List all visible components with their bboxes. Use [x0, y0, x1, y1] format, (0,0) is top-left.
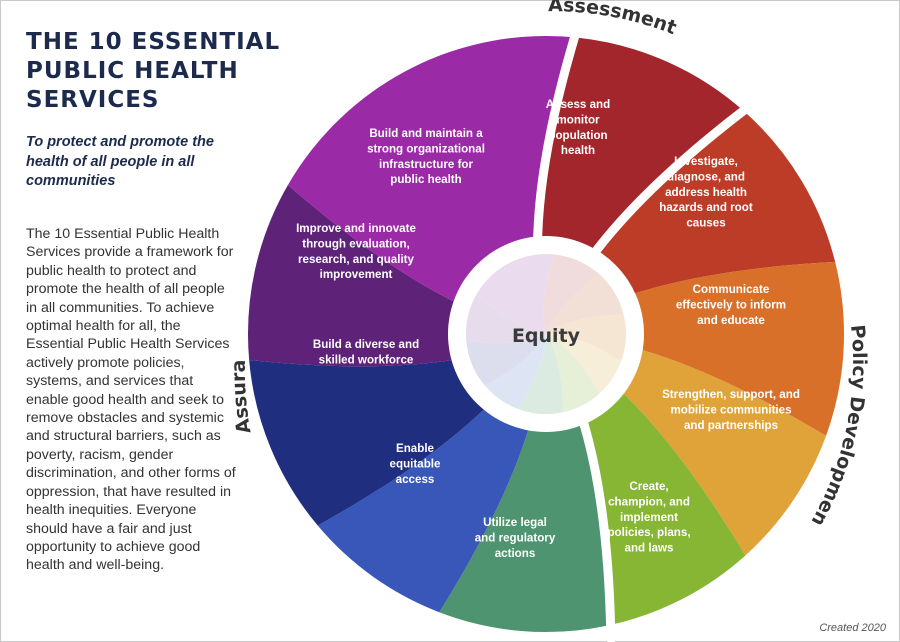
ring-label-assurance: Assurance — [0, 0, 256, 435]
description-paragraph: The 10 Essential Public Health Services … — [26, 226, 236, 574]
hub-slice-10 — [476, 254, 555, 334]
hub-slice-1 — [543, 254, 600, 334]
page-title: THE 10 ESSENTIAL PUBLIC HEALTH SERVICES — [26, 29, 281, 113]
created-date: Created 2020 — [819, 622, 886, 634]
hub-slice-2 — [546, 274, 624, 334]
hub-slice-6 — [517, 334, 563, 414]
tagline: To protect and promote the health of all… — [26, 134, 214, 189]
equity-label: Equity — [512, 325, 581, 347]
hub-slice-9 — [465, 294, 546, 344]
ring-label-assessment: Assessment — [548, 0, 679, 39]
hub-slice-3 — [546, 314, 626, 362]
hub-slice-5 — [546, 334, 600, 413]
hub-slice-4 — [546, 334, 622, 394]
segment-service-4 — [550, 336, 827, 556]
hub-slice-7 — [484, 334, 546, 409]
hub-slice-8 — [466, 334, 546, 386]
equity-hub — [448, 236, 644, 432]
